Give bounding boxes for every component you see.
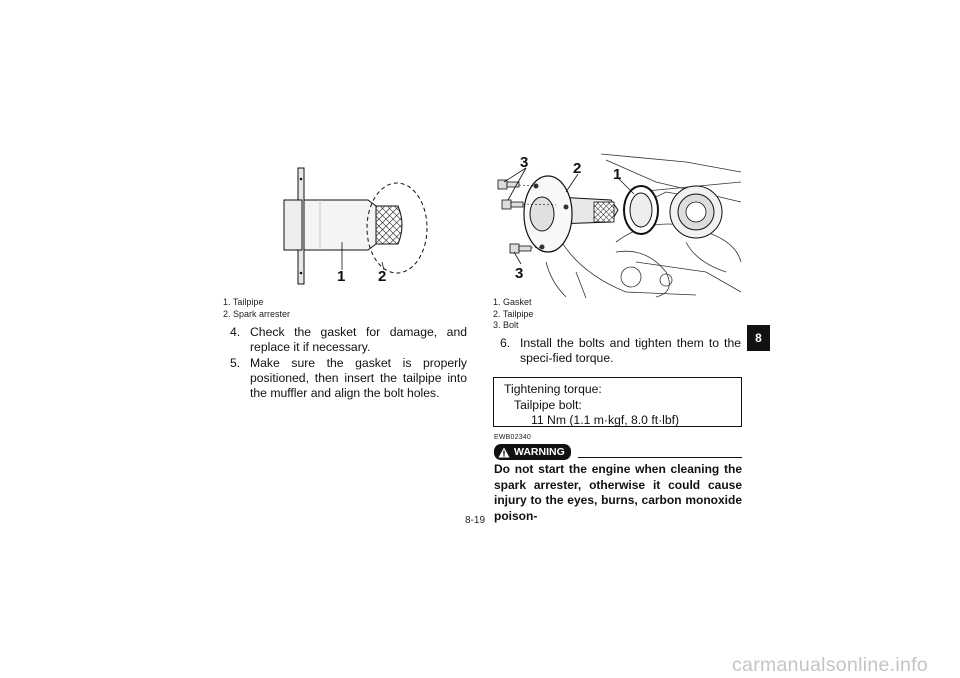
gasket-installation-figure: 3 2 1 3 [496, 152, 744, 298]
step-number: 5. [230, 356, 241, 370]
step-text: Install the bolts and tighten them to th… [520, 336, 741, 365]
step-text: Make sure the gasket is properly positio… [250, 356, 467, 400]
step-number: 6. [500, 336, 511, 350]
legend-item: 1. Gasket [493, 297, 532, 307]
tailpipe-assembly-illustration [497, 153, 742, 298]
legend-item: 2. Tailpipe [493, 308, 534, 319]
legend-item: 1. Tailpipe [223, 297, 264, 307]
page-number: 8-19 [465, 515, 486, 526]
step-5: 5. Make sure the gasket is properly posi… [230, 356, 467, 401]
callout-2: 2 [378, 268, 387, 285]
legend-item: 2. Spark arrester [223, 308, 291, 319]
torque-value: 11 Nm (1.1 m·kgf, 8.0 ft·lbf) [531, 413, 680, 427]
callout-1: 1 [337, 268, 346, 285]
torque-spec-box: Tightening torque: Tailpipe bolt: 11 Nm … [493, 377, 742, 427]
callout-1: 1 [613, 166, 622, 183]
step-6: 6. Install the bolts and tighten them to… [500, 336, 741, 366]
step-number: 4. [230, 325, 241, 339]
warning-triangle-icon [498, 447, 510, 457]
step-text: Check the gasket for damage, and replace… [250, 325, 467, 354]
tailpipe-figure: 1 2 [280, 162, 435, 294]
warning-label: WARNING [514, 446, 565, 458]
torque-item: Tailpipe bolt: [514, 397, 582, 412]
callout-2: 2 [573, 160, 582, 177]
step-4: 4. Check the gasket for damage, and repl… [230, 325, 467, 355]
callout-3-bottom: 3 [515, 265, 524, 282]
left-figure-legend: 1. Tailpipe 2. Spark arrester [223, 297, 290, 320]
watermark: carmanualsonline.info [732, 654, 928, 676]
right-figure-legend: 1. Gasket 2. Tailpipe 3. Bolt [493, 297, 533, 332]
warning-text: Do not start the engine when cleaning th… [494, 462, 742, 523]
warning-badge: WARNING [494, 444, 571, 460]
callout-3-top: 3 [520, 154, 529, 171]
warning-code: EWB02340 [494, 434, 532, 441]
tailpipe-illustration [283, 167, 428, 285]
torque-heading: Tightening torque: [504, 382, 602, 396]
legend-item: 3. Bolt [493, 320, 519, 330]
warning-rule [578, 457, 742, 458]
chapter-tab: 8 [747, 325, 770, 351]
